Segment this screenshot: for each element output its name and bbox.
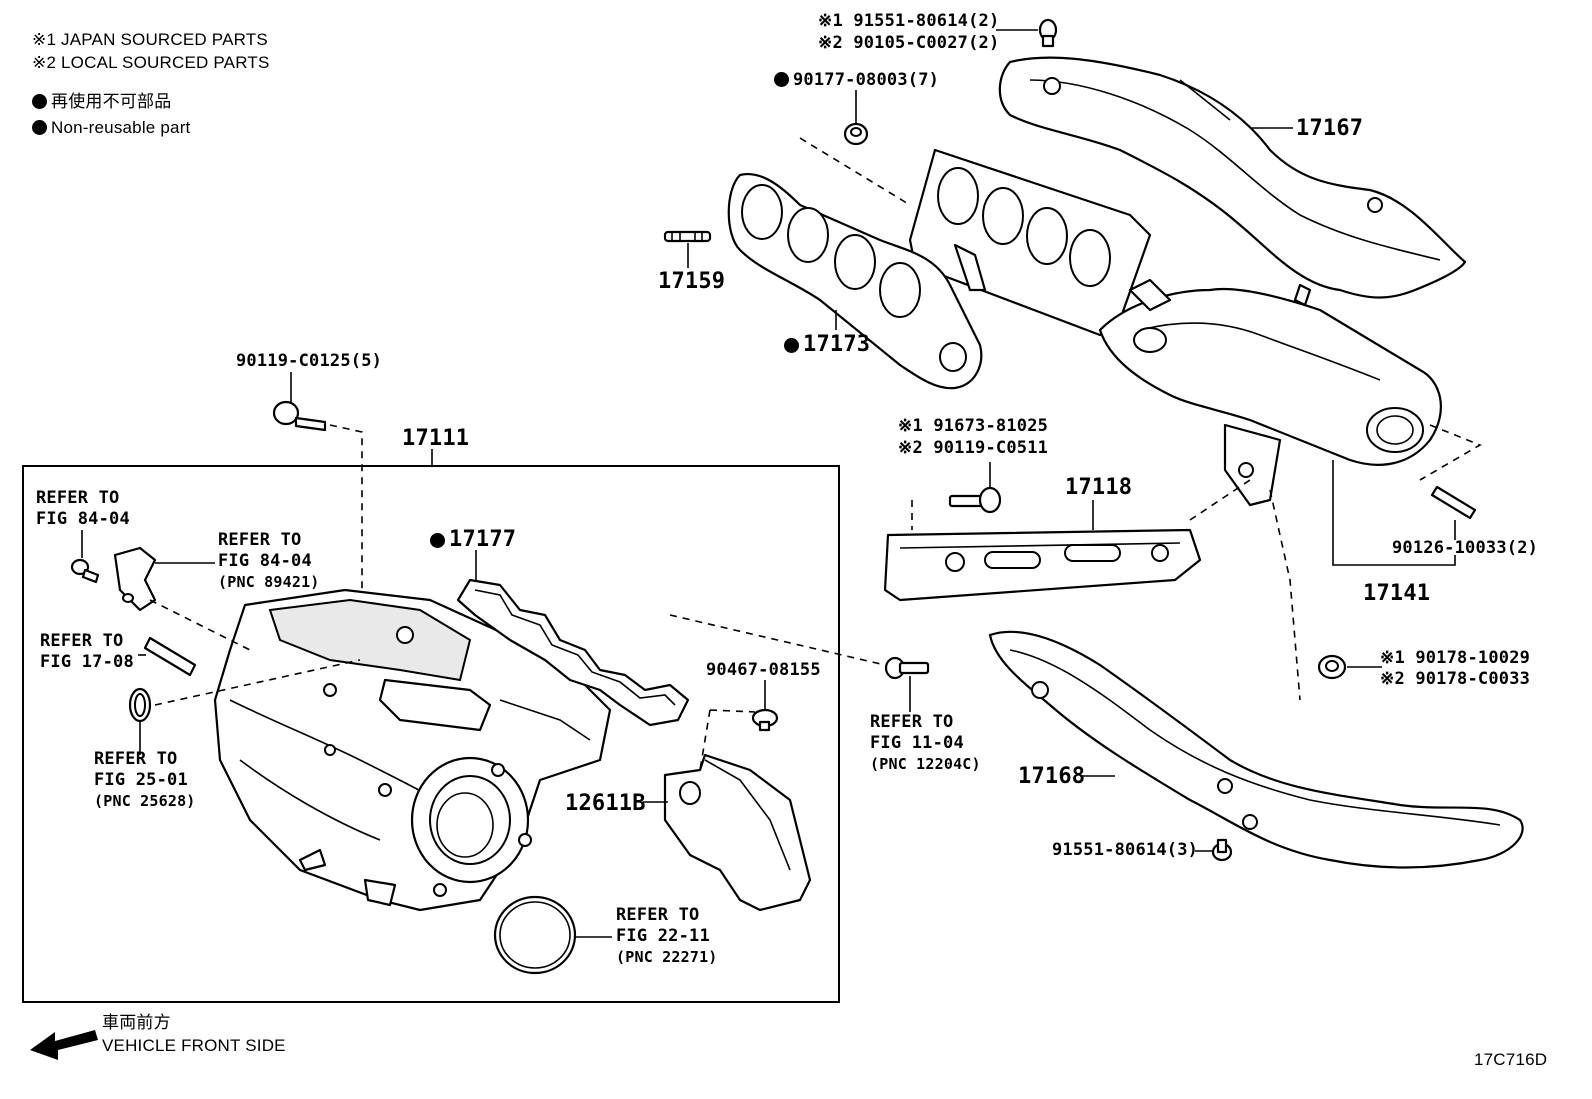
label-90177-08003[interactable]: 90177-08003(7) bbox=[774, 70, 939, 90]
note-local: ※2 LOCAL SOURCED PARTS bbox=[32, 53, 270, 72]
refer-text: REFER TO bbox=[218, 530, 302, 550]
bracket-12611B bbox=[663, 753, 812, 912]
refer-text: REFER TO bbox=[40, 631, 124, 651]
refer-pnc: (PNC 25628) bbox=[94, 792, 196, 810]
refer-fig: FIG 84-04 bbox=[218, 551, 312, 571]
sensor-refer-84-04 bbox=[113, 546, 157, 612]
gasket-ring-refer-22-11 bbox=[493, 895, 577, 975]
hose-refer-17-08 bbox=[143, 636, 197, 677]
front-side-jp: 車両前方 bbox=[102, 1013, 171, 1032]
label-12611B[interactable]: 12611B bbox=[565, 791, 646, 816]
label-90467-08155[interactable]: 90467-08155 bbox=[706, 660, 821, 680]
label-90177-08003-text: 90177-08003(7) bbox=[793, 70, 940, 90]
refer-text: REFER TO bbox=[94, 749, 178, 769]
manifold-stay-17118 bbox=[883, 528, 1202, 602]
nut-90177-08003 bbox=[843, 122, 869, 146]
label-17159[interactable]: 17159 bbox=[658, 269, 726, 294]
bullet-icon bbox=[32, 94, 47, 109]
label-17141[interactable]: 17141 bbox=[1363, 581, 1431, 606]
bullet-icon bbox=[32, 120, 47, 135]
bolt-refer-11-04 bbox=[884, 656, 930, 680]
label-17173[interactable]: 17173 bbox=[784, 333, 870, 357]
refer-fig: FIG 22-11 bbox=[616, 926, 710, 946]
bullet-icon bbox=[784, 338, 799, 353]
label-17168[interactable]: 17168 bbox=[1018, 764, 1086, 789]
refer-pnc: (PNC 89421) bbox=[218, 573, 320, 591]
label-91551-80614-3[interactable]: 91551-80614(3) bbox=[1052, 840, 1199, 860]
label-90126-10033[interactable]: 90126-10033(2) bbox=[1392, 538, 1539, 558]
bolt-90119-C0125 bbox=[272, 400, 327, 432]
refer-pnc: (PNC 12204C) bbox=[870, 755, 981, 773]
heat-insulator-17167 bbox=[998, 56, 1467, 299]
stud-17159 bbox=[663, 230, 712, 243]
refer-fig-84-04-b[interactable]: REFER TO FIG 84-04 (PNC 89421) bbox=[218, 530, 320, 593]
label-90119-C0125[interactable]: 90119-C0125(5) bbox=[236, 351, 383, 371]
refer-text: REFER TO bbox=[36, 488, 120, 508]
refer-fig-84-04-a[interactable]: REFER TO FIG 84-04 bbox=[36, 488, 130, 530]
label-91551-top-1[interactable]: ※1 91551-80614(2) bbox=[818, 11, 1000, 31]
note-nonreusable-en: Non-reusable part bbox=[32, 118, 190, 138]
label-17177-text: 17177 bbox=[449, 527, 517, 552]
bolt-91673-81025 bbox=[948, 486, 1002, 514]
label-17111[interactable]: 17111 bbox=[402, 426, 470, 451]
bolt-refer-84-04 bbox=[70, 558, 100, 584]
bullet-icon bbox=[774, 72, 789, 87]
label-17118[interactable]: 17118 bbox=[1065, 475, 1133, 500]
refer-fig: FIG 25-01 bbox=[94, 770, 188, 790]
label-91673-2[interactable]: ※2 90119-C0511 bbox=[898, 438, 1049, 458]
label-91673-1[interactable]: ※1 91673-81025 bbox=[898, 416, 1049, 436]
label-17173-text: 17173 bbox=[803, 332, 871, 357]
note-nonreusable-jp-text: 再使用不可部品 bbox=[51, 92, 172, 111]
label-17167[interactable]: 17167 bbox=[1296, 116, 1364, 141]
stud-90126-10033 bbox=[1430, 485, 1477, 520]
note-nonreusable-en-text: Non-reusable part bbox=[51, 118, 191, 137]
bullet-icon bbox=[430, 533, 445, 548]
refer-fig-25-01[interactable]: REFER TO FIG 25-01 (PNC 25628) bbox=[94, 749, 196, 812]
bolt-91551-80614-3 bbox=[1211, 838, 1233, 862]
front-side-en: VEHICLE FRONT SIDE bbox=[102, 1036, 286, 1055]
refer-pnc: (PNC 22271) bbox=[616, 948, 718, 966]
bolt-91551-top bbox=[1038, 18, 1058, 48]
note-japan: ※1 JAPAN SOURCED PARTS bbox=[32, 30, 268, 49]
group-box-17111 bbox=[22, 465, 840, 1003]
label-90178-1[interactable]: ※1 90178-10029 bbox=[1380, 648, 1531, 668]
refer-fig-22-11[interactable]: REFER TO FIG 22-11 (PNC 22271) bbox=[616, 905, 718, 968]
nut-90178-10029 bbox=[1317, 654, 1347, 680]
clip-90467-08155 bbox=[751, 708, 779, 732]
refer-fig: FIG 84-04 bbox=[36, 509, 130, 529]
refer-text: REFER TO bbox=[616, 905, 700, 925]
refer-fig-11-04[interactable]: REFER TO FIG 11-04 (PNC 12204C) bbox=[870, 712, 981, 775]
heat-insulator-17168 bbox=[988, 630, 1524, 869]
label-91551-top-2[interactable]: ※2 90105-C0027(2) bbox=[818, 33, 1000, 53]
refer-fig-17-08[interactable]: REFER TO FIG 17-08 bbox=[40, 631, 134, 673]
label-90178-2[interactable]: ※2 90178-C0033 bbox=[1380, 669, 1531, 689]
note-nonreusable-jp: 再使用不可部品 bbox=[32, 92, 171, 112]
label-17177[interactable]: 17177 bbox=[430, 528, 516, 552]
figure-code: 17C716D bbox=[1474, 1050, 1548, 1069]
front-arrow-icon bbox=[30, 1030, 98, 1060]
refer-fig: FIG 11-04 bbox=[870, 733, 964, 753]
refer-text: REFER TO bbox=[870, 712, 954, 732]
refer-fig: FIG 17-08 bbox=[40, 652, 134, 672]
